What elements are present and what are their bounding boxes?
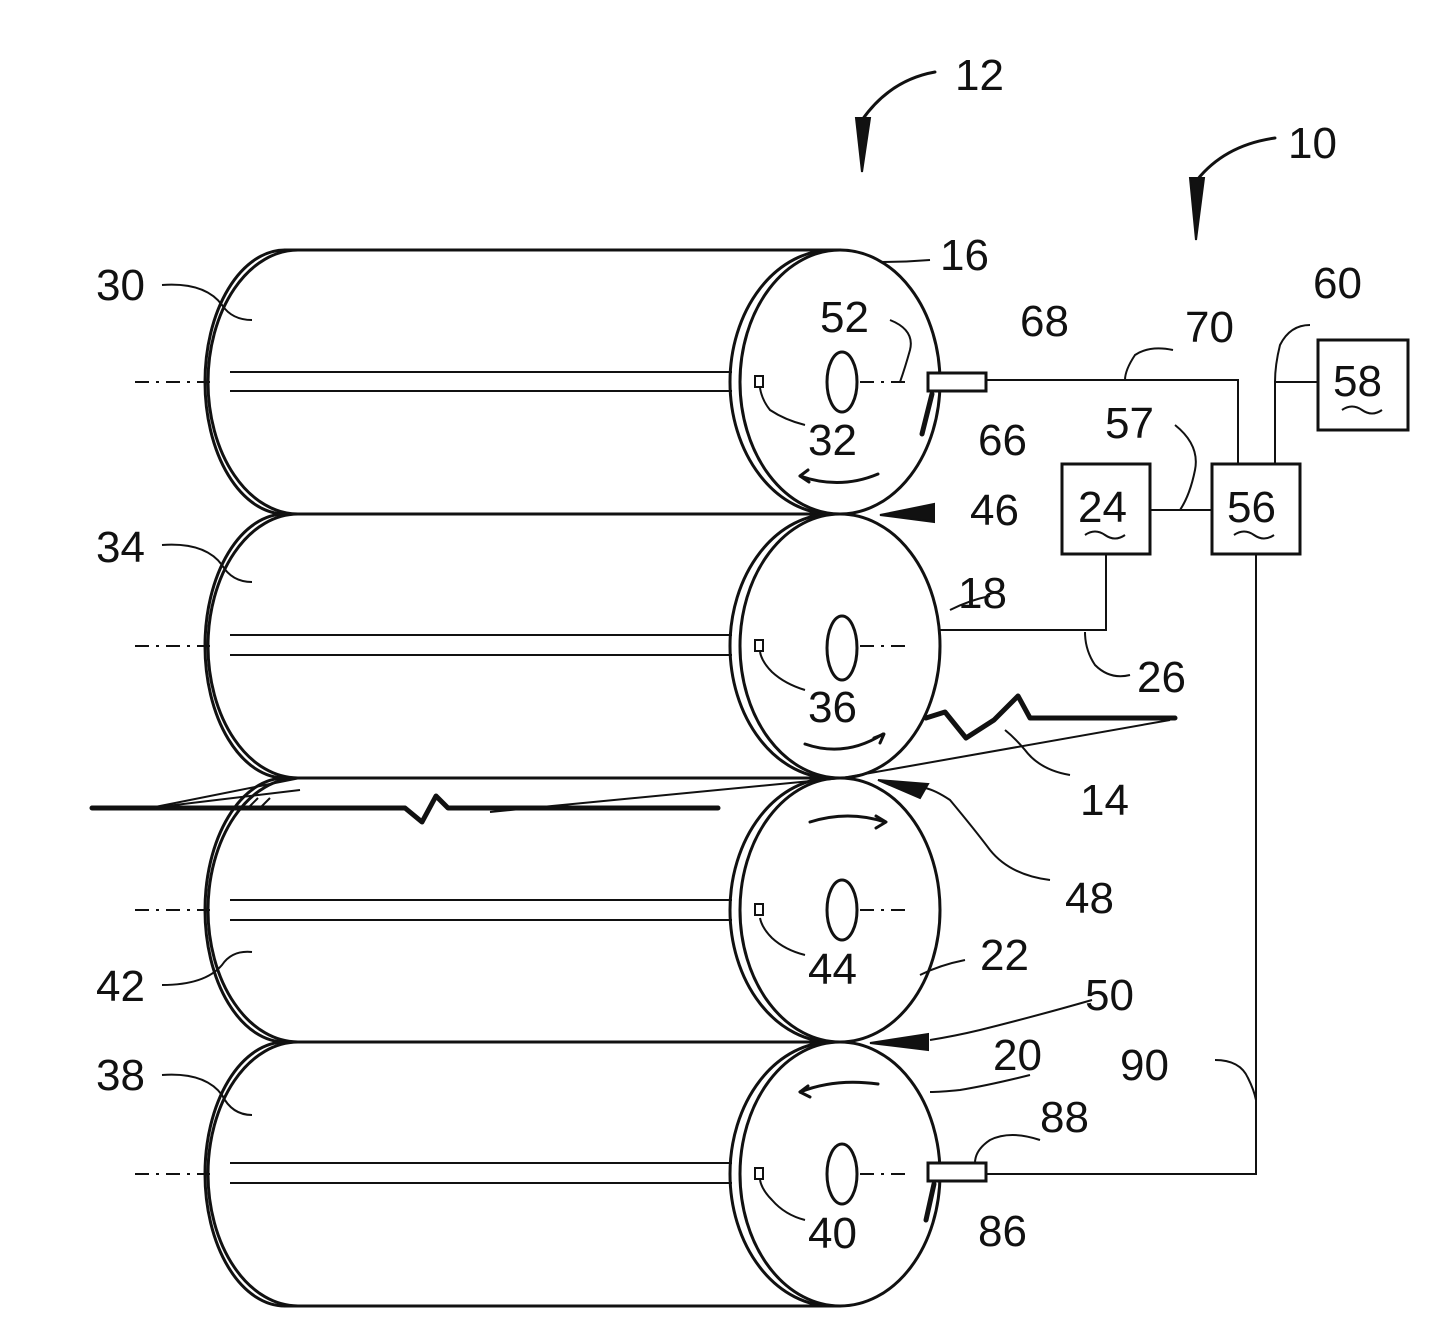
label-26: 26	[1137, 653, 1186, 702]
label-56: 56	[1227, 483, 1276, 532]
sensor-88	[928, 1163, 986, 1181]
label-30: 30	[96, 261, 145, 310]
web-14	[92, 696, 1175, 822]
sensor-68	[928, 373, 986, 391]
label-20: 20	[993, 1031, 1042, 1080]
label-60: 60	[1313, 259, 1362, 308]
label-16: 16	[940, 231, 989, 280]
roll-20	[135, 1042, 940, 1306]
label-18: 18	[958, 569, 1007, 618]
label-22: 22	[980, 931, 1029, 980]
label-24: 24	[1078, 483, 1127, 532]
label-50: 50	[1085, 971, 1134, 1020]
label-90: 90	[1120, 1041, 1169, 1090]
label-14: 14	[1080, 776, 1129, 825]
label-48: 48	[1065, 874, 1114, 923]
label-10: 10	[1288, 119, 1337, 168]
roll-18-end-face	[740, 514, 940, 778]
label-34: 34	[96, 523, 145, 572]
label-44: 44	[808, 945, 857, 994]
label-12: 12	[955, 51, 1004, 100]
label-38: 38	[96, 1051, 145, 1100]
label-36: 36	[808, 683, 857, 732]
label-66: 66	[978, 416, 1027, 465]
roll-16-end-face	[740, 250, 940, 514]
nip-46-pointer	[880, 504, 934, 522]
roll-16	[135, 250, 940, 514]
label-46: 46	[970, 486, 1019, 535]
label-52: 52	[820, 293, 869, 342]
label-42: 42	[96, 962, 145, 1011]
label-86: 86	[978, 1207, 1027, 1256]
roll-18	[135, 514, 940, 778]
nip-50-pointer	[870, 1034, 928, 1050]
label-88: 88	[1040, 1093, 1089, 1142]
label-40: 40	[808, 1209, 857, 1258]
label-57: 57	[1105, 399, 1154, 448]
label-58: 58	[1333, 357, 1382, 406]
line-60	[1275, 382, 1318, 464]
label-70: 70	[1185, 303, 1234, 352]
label-32: 32	[808, 416, 857, 465]
roll-22	[135, 778, 940, 1042]
label-68: 68	[1020, 297, 1069, 346]
